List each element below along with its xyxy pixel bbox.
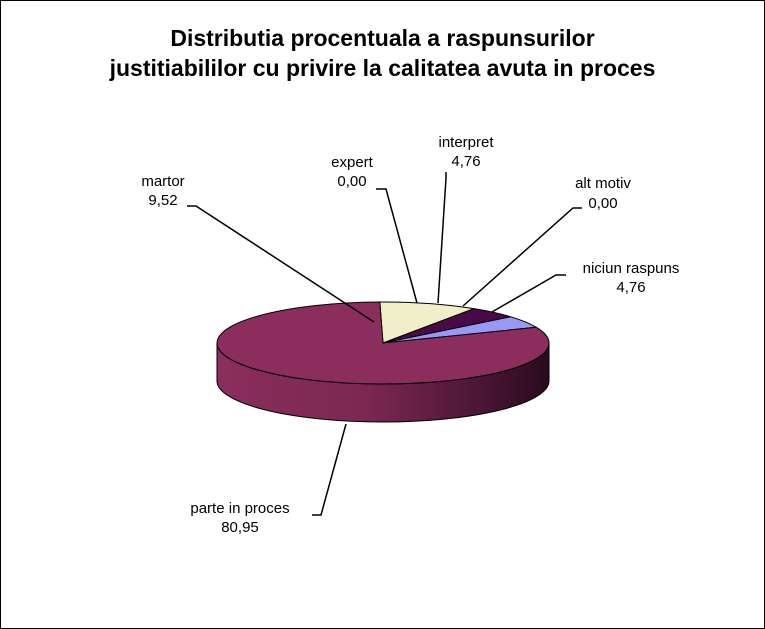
label-value-alt-motiv: 0,00 <box>588 195 617 212</box>
pie-slices <box>216 301 550 385</box>
label-category-interpret: interpret <box>438 134 494 151</box>
label-category-niciun-raspuns: niciun raspuns <box>583 260 680 277</box>
leader-line-martor <box>187 205 375 323</box>
label-category-expert: expert <box>331 154 374 171</box>
label-category-alt-motiv: alt motiv <box>575 175 631 192</box>
chart-title-line-2: justitiabililor cu privire la calitatea … <box>109 55 656 81</box>
label-value-martor: 9,52 <box>148 192 177 209</box>
leader-line-alt-motiv <box>462 207 582 307</box>
label-category-martor: martor <box>141 173 184 190</box>
leader-line-expert <box>376 188 418 304</box>
leader-line-parte-in-proces <box>312 423 347 516</box>
data-labels: martor 9,52 expert 0,00 interpret 4,76 alt mot… <box>141 134 679 536</box>
pie-slice-martor <box>379 301 475 344</box>
leader-line-niciun-raspuns <box>491 274 566 313</box>
pie-slice-parte-in-proces <box>216 301 550 385</box>
label-value-parte-in-proces: 80,95 <box>221 519 259 536</box>
leader-lines <box>187 172 582 516</box>
leader-line-interpret <box>437 172 447 304</box>
label-category-parte-in-proces: parte in proces <box>190 500 289 517</box>
chart-title-line-1: Distributia procentuala a raspunsurilor <box>170 25 595 51</box>
label-value-expert: 0,00 <box>337 173 366 190</box>
label-value-interpret: 4,76 <box>451 153 480 170</box>
chart-title: Distributia procentuala a raspunsurilor … <box>1 23 764 83</box>
label-value-niciun-raspuns: 4,76 <box>616 279 645 296</box>
